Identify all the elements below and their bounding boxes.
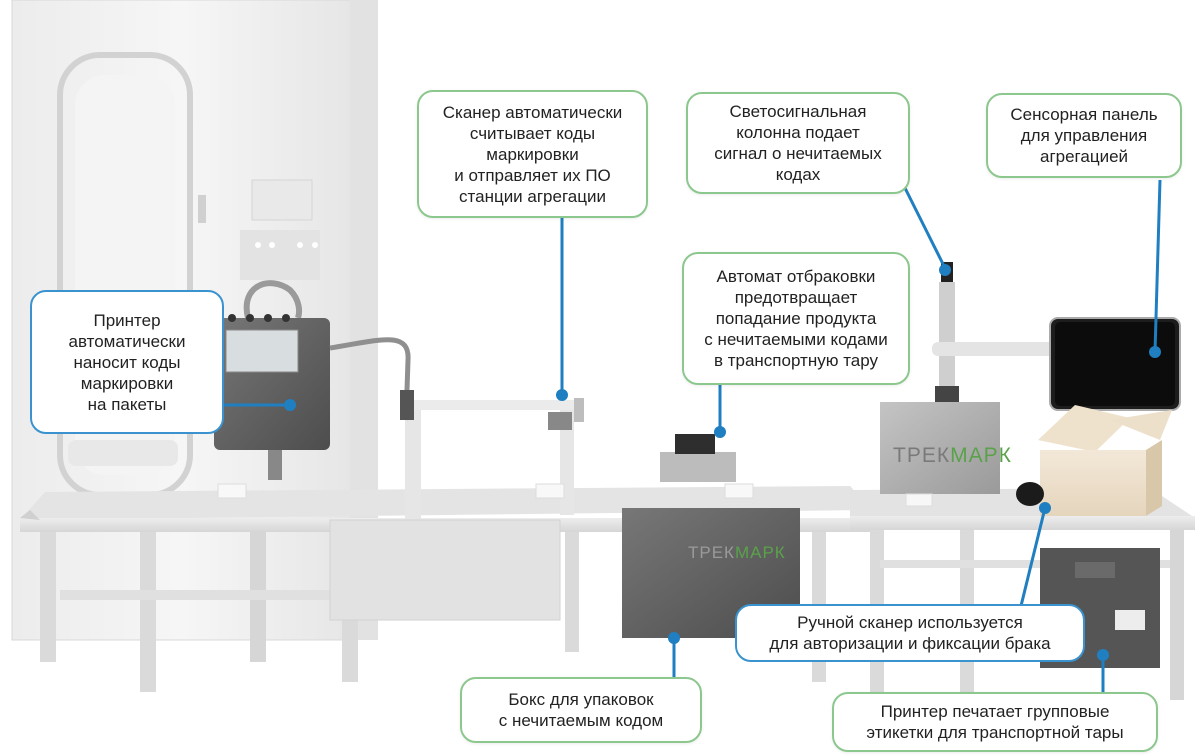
station-brand-logo: ТРЕКМАРК: [893, 444, 1012, 467]
hand-scanner-shape: [905, 482, 1044, 507]
scanner-callout: Сканер автоматически считывает коды марк…: [417, 90, 648, 218]
reject-box-callout: Бокс для упаковок с нечитаемым кодом: [460, 677, 702, 743]
box-brand-logo: ТРЕКМАРК: [688, 543, 786, 562]
label-printer-callout: Принтер печатает групповые этикетки для …: [832, 692, 1158, 752]
reject-automaton-callout: Автомат отбраковки предотвращает попадан…: [682, 252, 910, 385]
brand-part1: ТРЕК: [688, 543, 735, 562]
signal-column-callout: Светосигнальная колонна подает сигнал о …: [686, 92, 910, 194]
reject-automaton: [660, 434, 736, 482]
brand-part2: МАРК: [735, 543, 786, 562]
inkjet-printer: [214, 280, 414, 480]
touch-panel-callout: Сенсорная панель для управления агрегаци…: [986, 93, 1182, 178]
cardboard-box: [1038, 405, 1172, 516]
brand-part2: МАРК: [950, 444, 1012, 467]
signal-column: [932, 262, 1057, 402]
touch-panel: [1049, 317, 1181, 411]
printer-callout: Принтер автоматически наносит коды марки…: [30, 290, 224, 434]
leader-lines: [224, 179, 1162, 700]
aggregation-station: [880, 402, 1000, 494]
code-scanner: [548, 398, 584, 430]
brand-part1: ТРЕК: [893, 444, 950, 467]
hand-scanner-callout: Ручной сканер используется для авторизац…: [735, 604, 1085, 662]
leader-dots: [284, 264, 1161, 661]
